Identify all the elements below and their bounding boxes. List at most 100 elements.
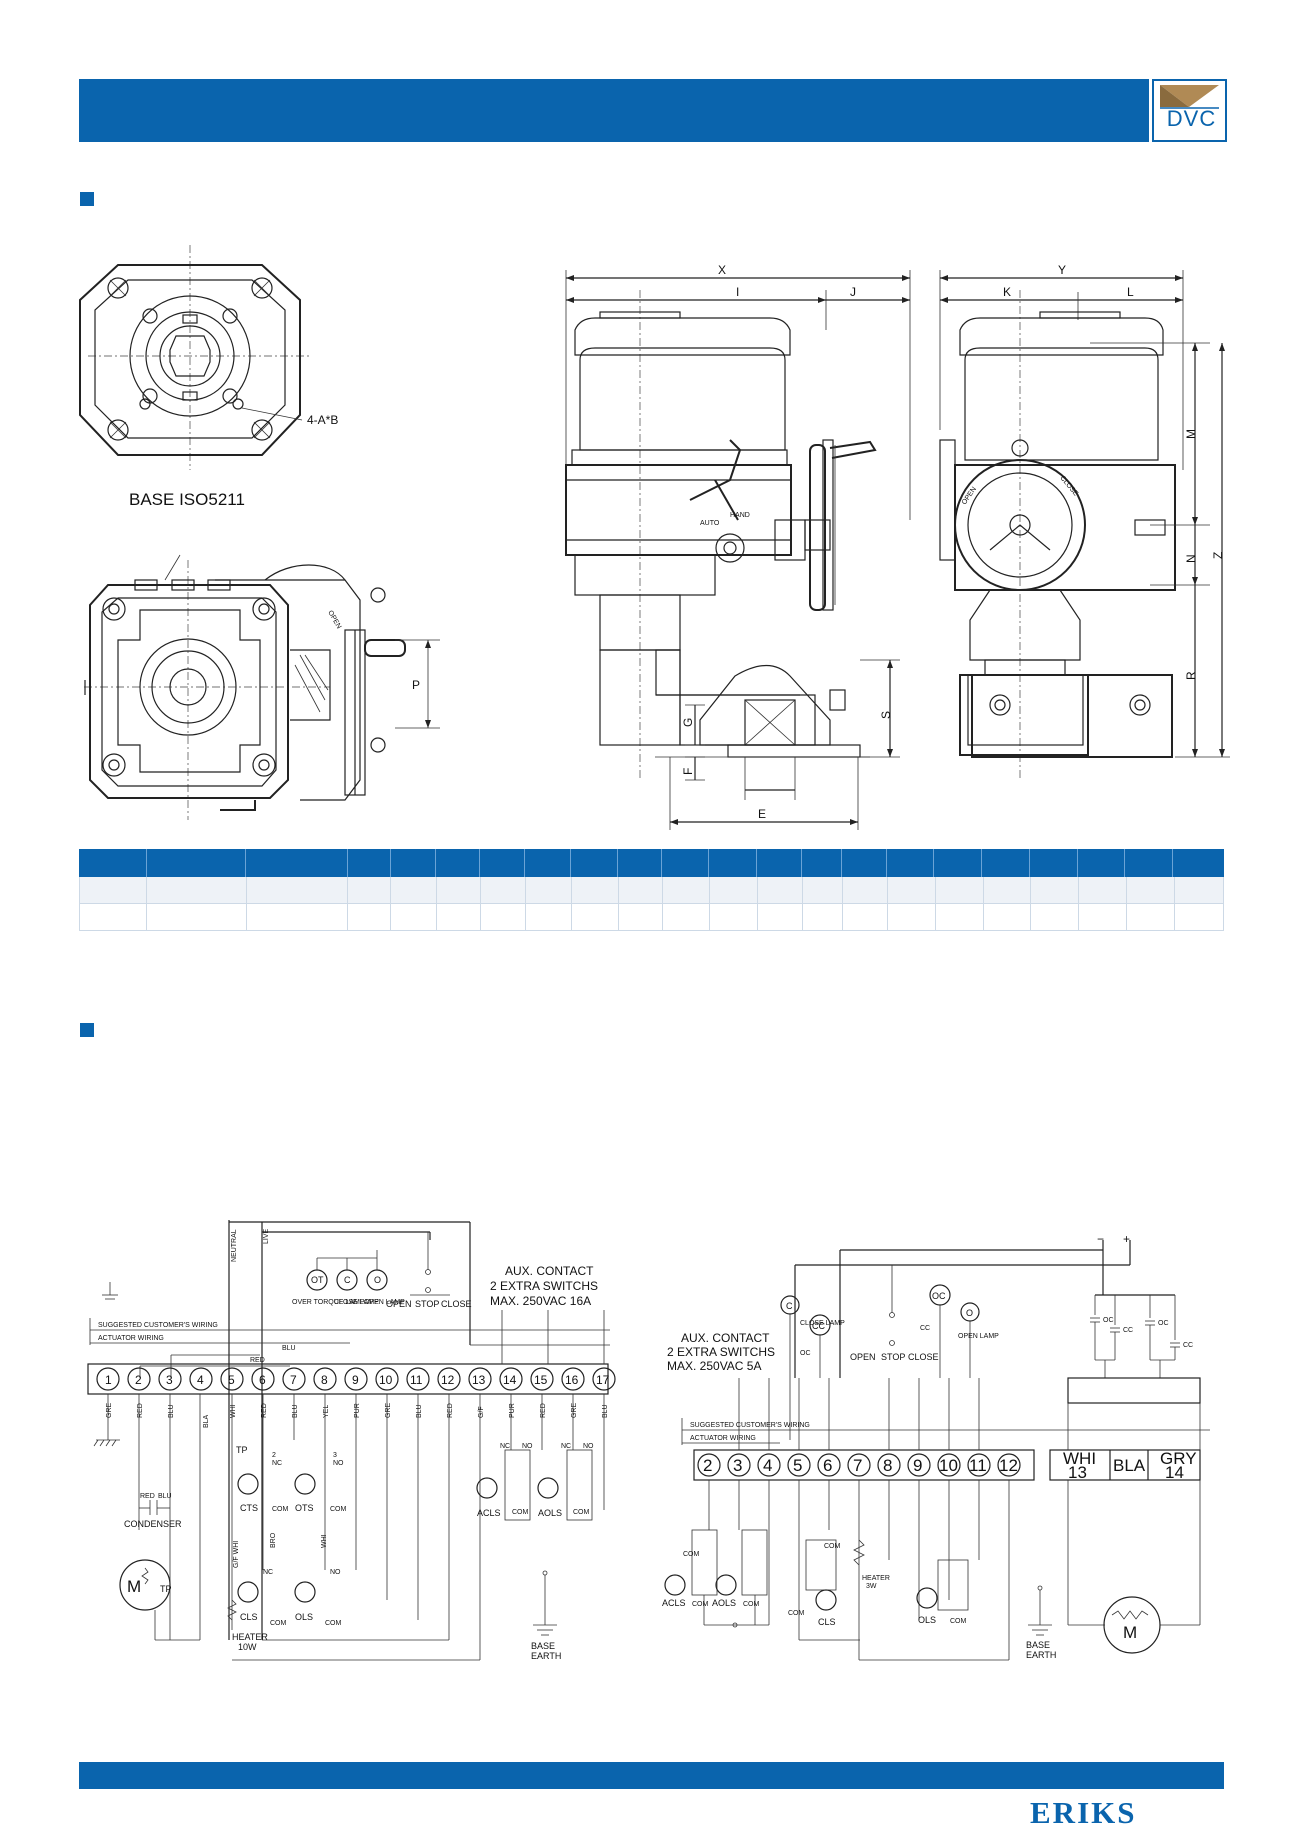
- table-cell: [1175, 904, 1223, 930]
- motor-left: M: [127, 1577, 141, 1596]
- svg-text:COM: COM: [692, 1601, 709, 1608]
- terminal-10: 10: [379, 1373, 393, 1387]
- base-label: BASE ISO5211: [129, 490, 245, 509]
- table-row: [79, 877, 1224, 904]
- base-top-view: 4-A*B BASE ISO5211: [79, 245, 338, 509]
- table-cell: [843, 904, 888, 930]
- aux-line3-right: MAX. 250VAC 5A: [667, 1359, 762, 1373]
- table-header-cell: [348, 849, 391, 877]
- table-cell: [619, 904, 664, 930]
- capacitors-right: OC CC OC CC: [1090, 1317, 1193, 1349]
- terminal-2: 2: [135, 1373, 142, 1387]
- close-lamp-right: CLOSE LAMP: [800, 1320, 845, 1327]
- table-cell: [147, 904, 247, 930]
- dim-z: Z: [1211, 552, 1225, 559]
- lamp-o: O: [374, 1275, 381, 1285]
- table-header-cell: [1173, 849, 1224, 877]
- switch-cls-right: CLS: [818, 1617, 836, 1627]
- svg-text:NC: NC: [561, 1443, 571, 1450]
- terminal-14: 14: [503, 1373, 517, 1387]
- customer-wiring-right: SUGGESTED CUSTOMER'S WIRING: [690, 1422, 810, 1429]
- terminal-12: 12: [441, 1373, 455, 1387]
- r-terminal-9: 9: [913, 1456, 922, 1475]
- dvc-logo: DVC: [1152, 79, 1227, 142]
- table-header-cell: [1125, 849, 1174, 877]
- specification-table: [79, 849, 1224, 931]
- red-label: RED: [250, 1357, 265, 1364]
- control-close: CLOSE: [441, 1299, 472, 1309]
- dim-e: E: [758, 807, 766, 821]
- control-close-right: CLOSE: [908, 1352, 939, 1362]
- svg-text:RED: RED: [447, 1403, 454, 1418]
- aux-line3-left: MAX. 250VAC 16A: [490, 1294, 591, 1308]
- table-cell: [481, 904, 526, 930]
- table-cell: [843, 877, 888, 903]
- blu-label: BLU: [282, 1345, 296, 1352]
- footer-banner: [79, 1762, 1224, 1789]
- table-header-cell: [436, 849, 481, 877]
- table-cell: [888, 877, 936, 903]
- dim-s: S: [879, 711, 893, 719]
- terminal-16: 16: [565, 1373, 579, 1387]
- table-cell: [80, 904, 147, 930]
- table-header-cell: [79, 849, 147, 877]
- table-cell: [572, 904, 619, 930]
- table-cell: [663, 877, 711, 903]
- table-header-cell: [147, 849, 247, 877]
- lamp-c-right: C: [786, 1301, 793, 1311]
- base-right: BASE: [1026, 1640, 1050, 1650]
- whi-wire: WHI: [321, 1534, 328, 1548]
- table-cell: [936, 904, 984, 930]
- r-terminal-4: 4: [763, 1456, 772, 1475]
- table-header-cell: [802, 849, 842, 877]
- terminal-5: 5: [228, 1373, 235, 1387]
- svg-text:NO: NO: [333, 1460, 344, 1467]
- svg-text:NC: NC: [263, 1569, 273, 1576]
- section-marker-dimensions: [80, 192, 94, 206]
- aux-title-left: AUX. CONTACT: [505, 1264, 594, 1278]
- terminal-strip-left: 1 2 3 4 5 6 7 8 9 10 11 12 13 14 15 16 1…: [96, 1367, 616, 1391]
- earth-left: EARTH: [531, 1651, 561, 1661]
- table-header-cell: [662, 849, 710, 877]
- motor-right: M: [1123, 1623, 1137, 1642]
- table-header-cell: [709, 849, 758, 877]
- dim-i: I: [736, 285, 739, 299]
- table-cell: [710, 904, 759, 930]
- svg-text:PUR: PUR: [509, 1403, 516, 1418]
- svg-text:YEL: YEL: [323, 1405, 330, 1418]
- r-terminal-11: 11: [969, 1456, 987, 1475]
- svg-text:CC: CC: [1123, 1327, 1133, 1334]
- terminal-7: 7: [290, 1373, 297, 1387]
- eriks-logo: ERIKS: [1030, 1795, 1137, 1830]
- actuator-side-view: X I J AUTO HAND: [565, 263, 911, 830]
- table-header-cell: [1078, 849, 1126, 877]
- auto-label: AUTO: [700, 520, 720, 527]
- bro-wire: BRO: [270, 1532, 277, 1548]
- control-open-right: OPEN: [850, 1352, 876, 1362]
- svg-text:NO: NO: [330, 1569, 341, 1576]
- terminal-17: 17: [596, 1373, 610, 1387]
- condenser-label: CONDENSER: [124, 1519, 182, 1529]
- table-cell: [80, 877, 147, 903]
- motor-terminal-bla: BLA: [1113, 1456, 1146, 1475]
- table-cell: [663, 904, 711, 930]
- svg-text:COM: COM: [270, 1620, 287, 1627]
- heater-left: HEATER: [232, 1632, 268, 1642]
- svg-text:RED: RED: [540, 1403, 547, 1418]
- r-terminal-3: 3: [733, 1456, 742, 1475]
- dim-k: K: [1003, 285, 1011, 299]
- motor-terminal-whi: WHI: [1063, 1449, 1096, 1468]
- tp-left: TP: [160, 1584, 172, 1594]
- table-header-cell: [934, 849, 983, 877]
- svg-text:BLU: BLU: [292, 1404, 299, 1418]
- table-cell: [619, 877, 664, 903]
- table-cell: [936, 877, 984, 903]
- table-cell: [710, 877, 759, 903]
- tp-switch: TP: [236, 1445, 248, 1455]
- table-cell: [888, 904, 936, 930]
- svg-text:BLU: BLU: [168, 1404, 175, 1418]
- table-cell: [437, 904, 481, 930]
- svg-text:COM: COM: [272, 1506, 289, 1513]
- dim-y: Y: [1058, 263, 1066, 277]
- r-terminal-12: 12: [999, 1456, 1018, 1475]
